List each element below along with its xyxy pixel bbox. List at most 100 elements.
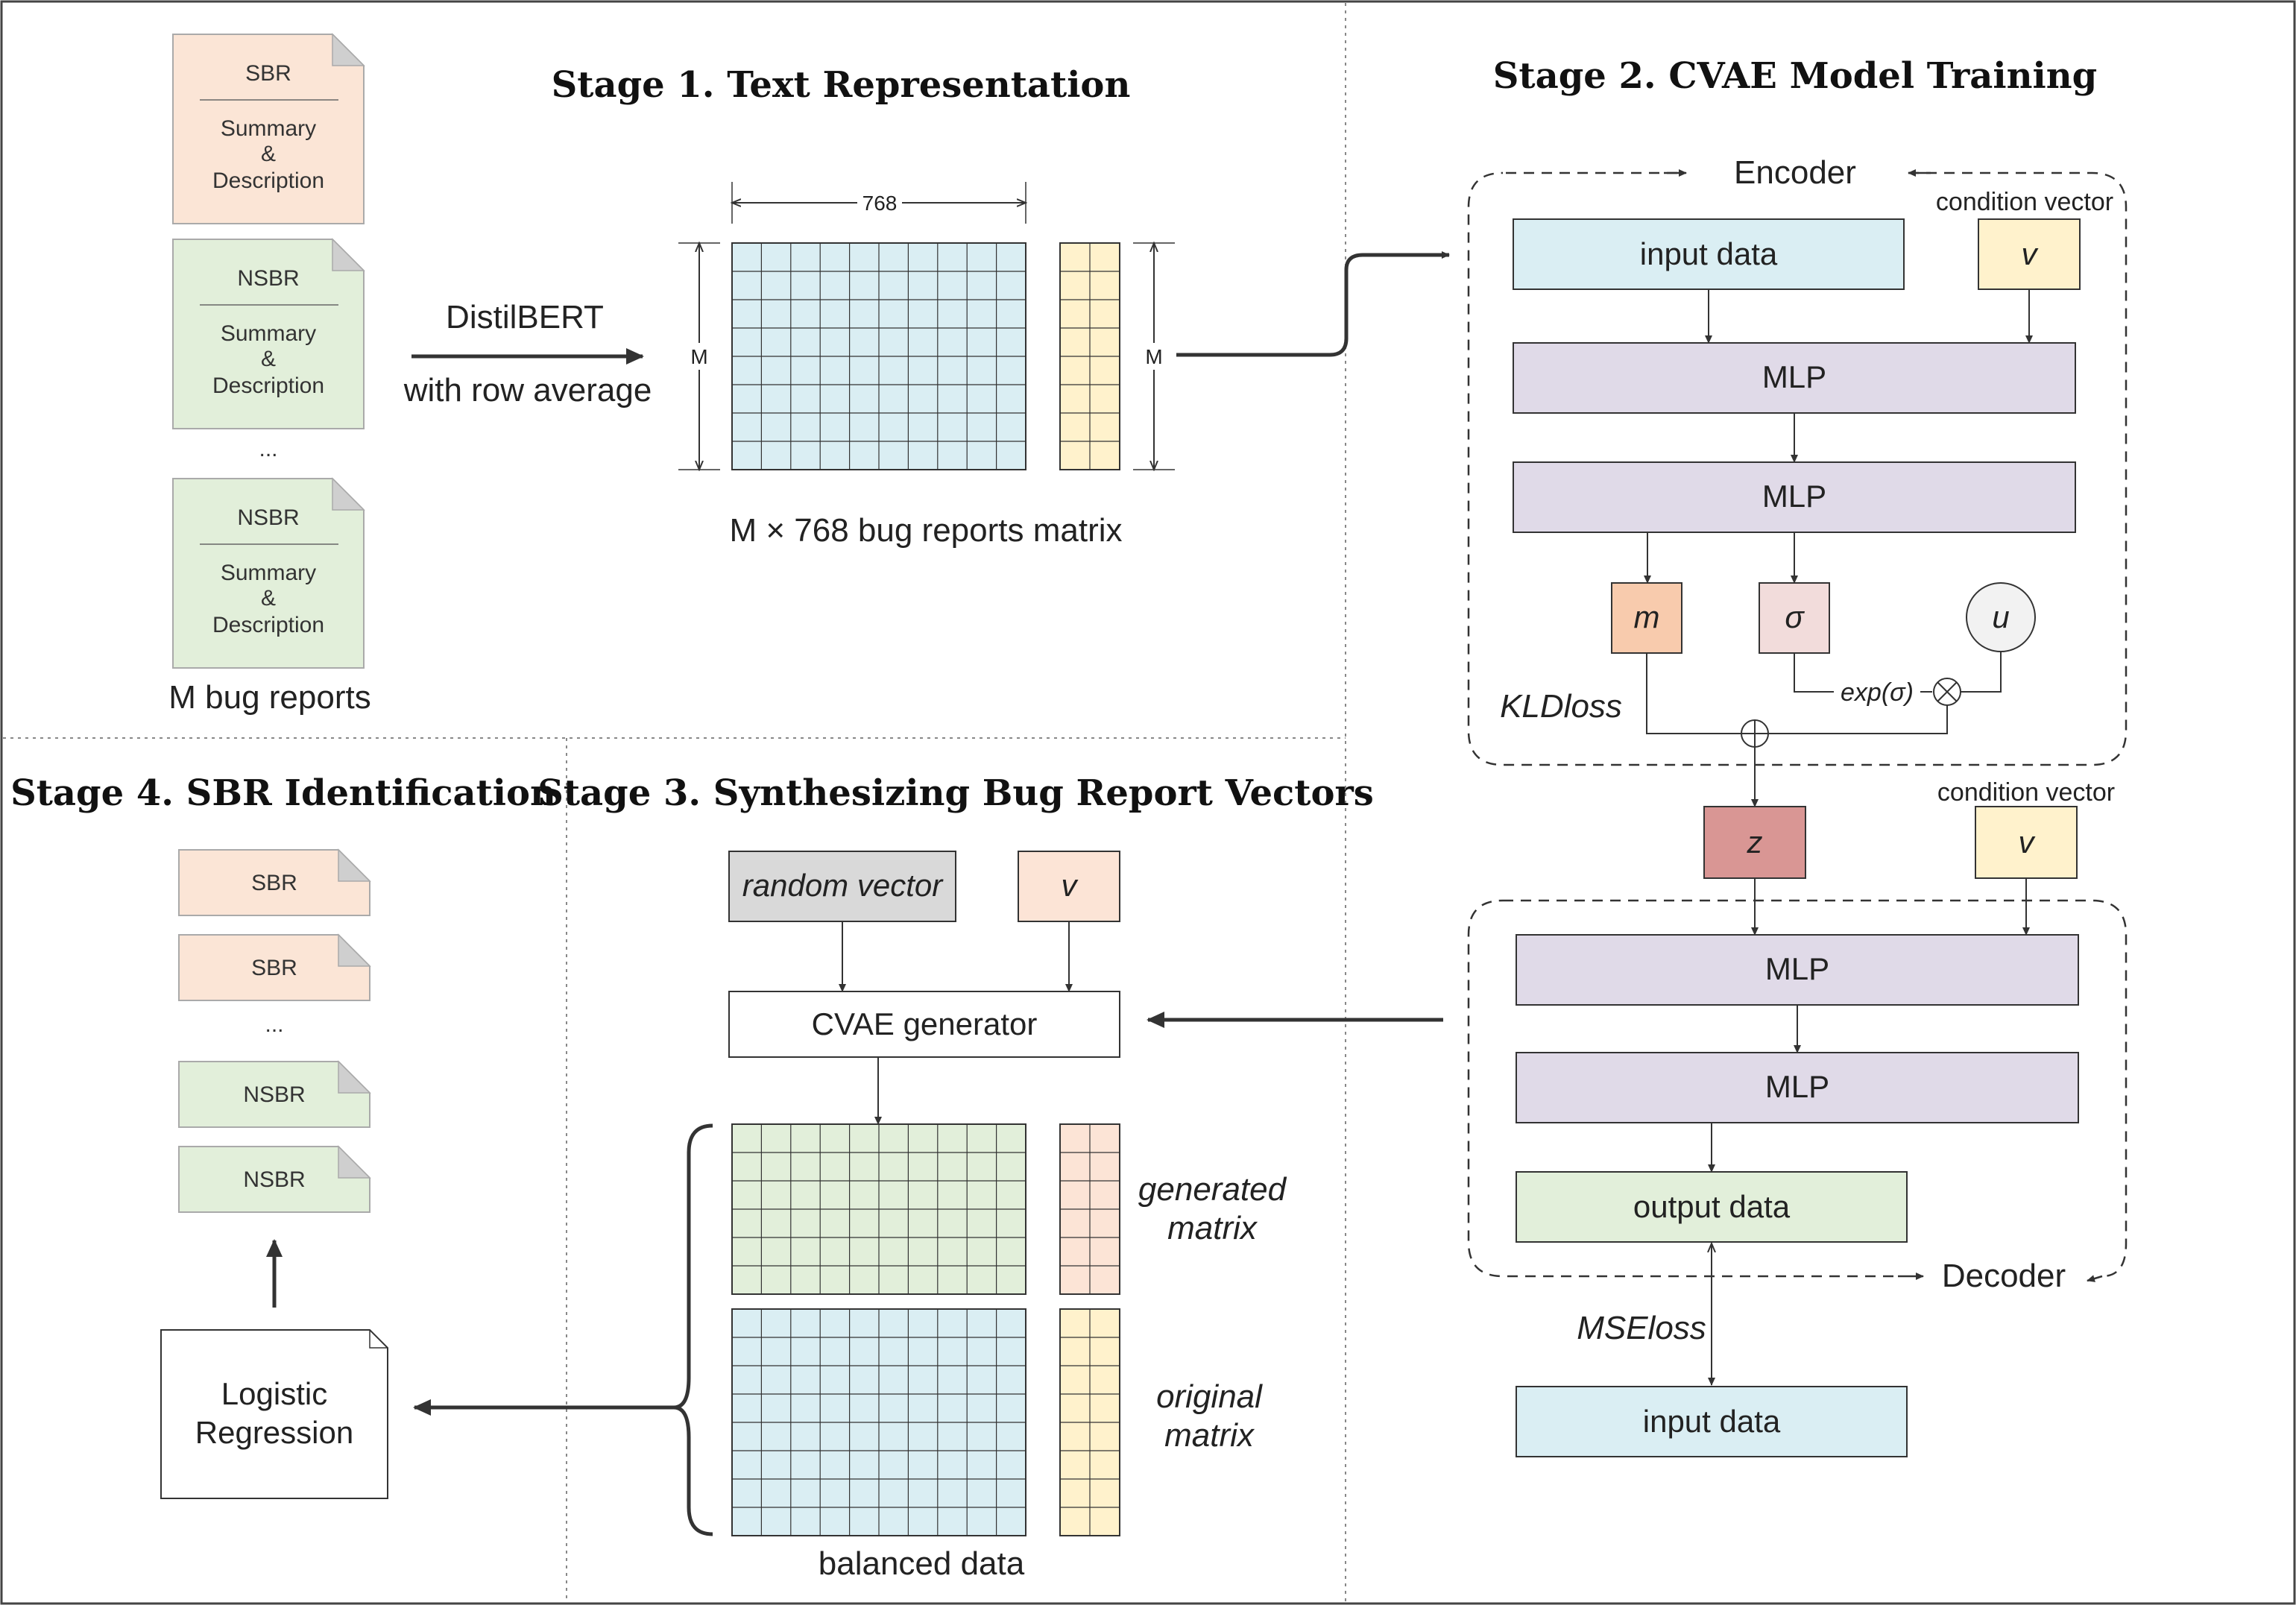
label-column-yellow bbox=[1059, 242, 1120, 470]
doc-summary-label: Summary bbox=[221, 561, 316, 585]
doc-summary-label: Summary bbox=[221, 116, 316, 141]
logistic-regression-box: Logistic Regression bbox=[160, 1329, 388, 1499]
result-doc-label: NSBR bbox=[243, 1082, 305, 1107]
nsbr-doc-1: NSBR Summary & Description bbox=[172, 238, 365, 429]
stage3-v-box bbox=[1018, 851, 1120, 922]
mlp-label: MLP bbox=[1762, 359, 1826, 394]
input-data-label-2: input data bbox=[1643, 1404, 1781, 1439]
distilbert-label: DistilBERT bbox=[446, 299, 604, 335]
stage3-title: Stage 3. Synthesizing Bug Report Vectors bbox=[537, 772, 1374, 814]
bug-reports-matrix: 768 M M bbox=[678, 182, 1175, 470]
matrix-to-encoder-arrow bbox=[1176, 251, 1450, 357]
row-average-label: with row average bbox=[403, 372, 652, 409]
nsbr-doc-2: NSBR Summary & Description bbox=[172, 477, 365, 669]
u-to-multiply-line bbox=[1961, 652, 2002, 693]
original-matrix-label-1: original bbox=[1156, 1378, 1263, 1415]
stage2-title: Stage 2. CVAE Model Training bbox=[1493, 55, 2097, 97]
label-rows-label: M bbox=[1145, 345, 1162, 368]
condition-vector-label: condition vector bbox=[1936, 188, 2113, 216]
doc-description-label: Description bbox=[212, 373, 324, 398]
sigma-to-multiply-line bbox=[1794, 653, 1834, 693]
condition-v-box-2 bbox=[1975, 806, 2078, 879]
m-to-add-line bbox=[1646, 653, 1741, 734]
condition-v-box bbox=[1978, 218, 2081, 290]
cvae-generator-box bbox=[728, 991, 1120, 1058]
matrix-grid-blue bbox=[731, 242, 1026, 470]
generated-matrix-grid bbox=[731, 1123, 1026, 1295]
input-data-box bbox=[1513, 218, 1905, 290]
condition-v-label-2: v bbox=[2019, 824, 2037, 860]
matrix-width-label: 768 bbox=[862, 192, 898, 215]
exp-sigma-label: exp(σ) bbox=[1841, 678, 1914, 707]
result-doc-label: SBR bbox=[251, 871, 297, 895]
result-sbr-doc-1: SBR bbox=[178, 848, 371, 916]
doc-amp-label: & bbox=[261, 347, 276, 371]
result-doc-label: NSBR bbox=[243, 1167, 305, 1192]
docs-caption: M bug reports bbox=[168, 679, 370, 716]
decoder-dashed-box bbox=[1467, 899, 2128, 1278]
latent-z-box bbox=[1703, 806, 1806, 879]
balanced-data-label: balanced data bbox=[819, 1545, 1025, 1582]
decoder-label: Decoder bbox=[1942, 1258, 2066, 1294]
result-nsbr-doc-2: NSBR bbox=[178, 1145, 371, 1213]
condition-v-label: v bbox=[2022, 236, 2040, 271]
matrix-rows-label: M bbox=[690, 345, 707, 368]
encoder-mlp-1 bbox=[1513, 342, 2076, 414]
mse-loss-label: MSEloss bbox=[1577, 1310, 1706, 1346]
stage4-title: Stage 4. SBR Identification bbox=[10, 772, 556, 814]
decoder-mlp-1 bbox=[1516, 934, 2079, 1006]
mlp-label: MLP bbox=[1765, 951, 1829, 986]
random-vector-label: random vector bbox=[742, 868, 944, 903]
stage3-v-label: v bbox=[1062, 868, 1079, 903]
output-data-box bbox=[1516, 1171, 1908, 1243]
z-label: z bbox=[1747, 824, 1763, 860]
random-vector-box bbox=[728, 851, 956, 922]
output-data-label: output data bbox=[1633, 1189, 1791, 1224]
mlp-label: MLP bbox=[1762, 479, 1826, 514]
doc-summary-label: Summary bbox=[221, 321, 316, 346]
encoder-dashed-box bbox=[1467, 171, 2128, 766]
matrix-caption: M × 768 bug reports matrix bbox=[729, 512, 1122, 549]
doc-amp-label: & bbox=[261, 142, 276, 166]
generated-label-column bbox=[1059, 1123, 1120, 1295]
sigma-label: σ bbox=[1785, 599, 1805, 634]
encoder-label: Encoder bbox=[1734, 154, 1856, 191]
encoder-mlp-2 bbox=[1513, 461, 2076, 533]
input-data-box-2 bbox=[1516, 1386, 1908, 1457]
mlp-label: MLP bbox=[1765, 1069, 1829, 1104]
kld-loss-label: KLDloss bbox=[1500, 688, 1622, 725]
generated-matrix-label-2: matrix bbox=[1167, 1210, 1258, 1246]
result-nsbr-doc-1: NSBR bbox=[178, 1060, 371, 1128]
input-data-label: input data bbox=[1640, 236, 1778, 271]
docs-ellipsis: ... bbox=[259, 437, 277, 461]
sbr-doc-1: SBR Summary & Description bbox=[172, 33, 365, 224]
generated-matrix-label-1: generated bbox=[1138, 1171, 1287, 1208]
decoder-dash-arrow-right bbox=[2087, 1275, 2103, 1282]
multiply-to-add-line bbox=[1768, 705, 1948, 734]
doc-type-label: NSBR bbox=[237, 505, 299, 530]
classifier-label-2: Regression bbox=[195, 1415, 353, 1450]
decoder-mlp-2 bbox=[1516, 1052, 2079, 1123]
doc-description-label: Description bbox=[212, 168, 324, 193]
stage1-title: Stage 1. Text Representation bbox=[552, 64, 1131, 106]
result-ellipsis: ... bbox=[265, 1012, 283, 1037]
original-label-column bbox=[1059, 1308, 1120, 1536]
result-sbr-doc-2: SBR bbox=[178, 933, 371, 1001]
cvae-generator-label: CVAE generator bbox=[812, 1006, 1038, 1041]
result-doc-label: SBR bbox=[251, 956, 297, 980]
m-label: m bbox=[1634, 599, 1660, 634]
doc-description-label: Description bbox=[212, 613, 324, 637]
condition-vector-label-2: condition vector bbox=[1937, 778, 2115, 807]
doc-type-label: SBR bbox=[245, 61, 291, 86]
original-matrix-label-2: matrix bbox=[1164, 1417, 1255, 1454]
original-matrix-grid bbox=[731, 1308, 1026, 1536]
balanced-data-brace bbox=[673, 1123, 713, 1536]
multiply-icon bbox=[1933, 678, 1961, 706]
doc-type-label: NSBR bbox=[237, 266, 299, 291]
add-icon bbox=[1741, 719, 1769, 748]
u-label: u bbox=[1992, 599, 2009, 634]
doc-amp-label: & bbox=[261, 586, 276, 611]
classifier-label-1: Logistic bbox=[221, 1376, 327, 1411]
